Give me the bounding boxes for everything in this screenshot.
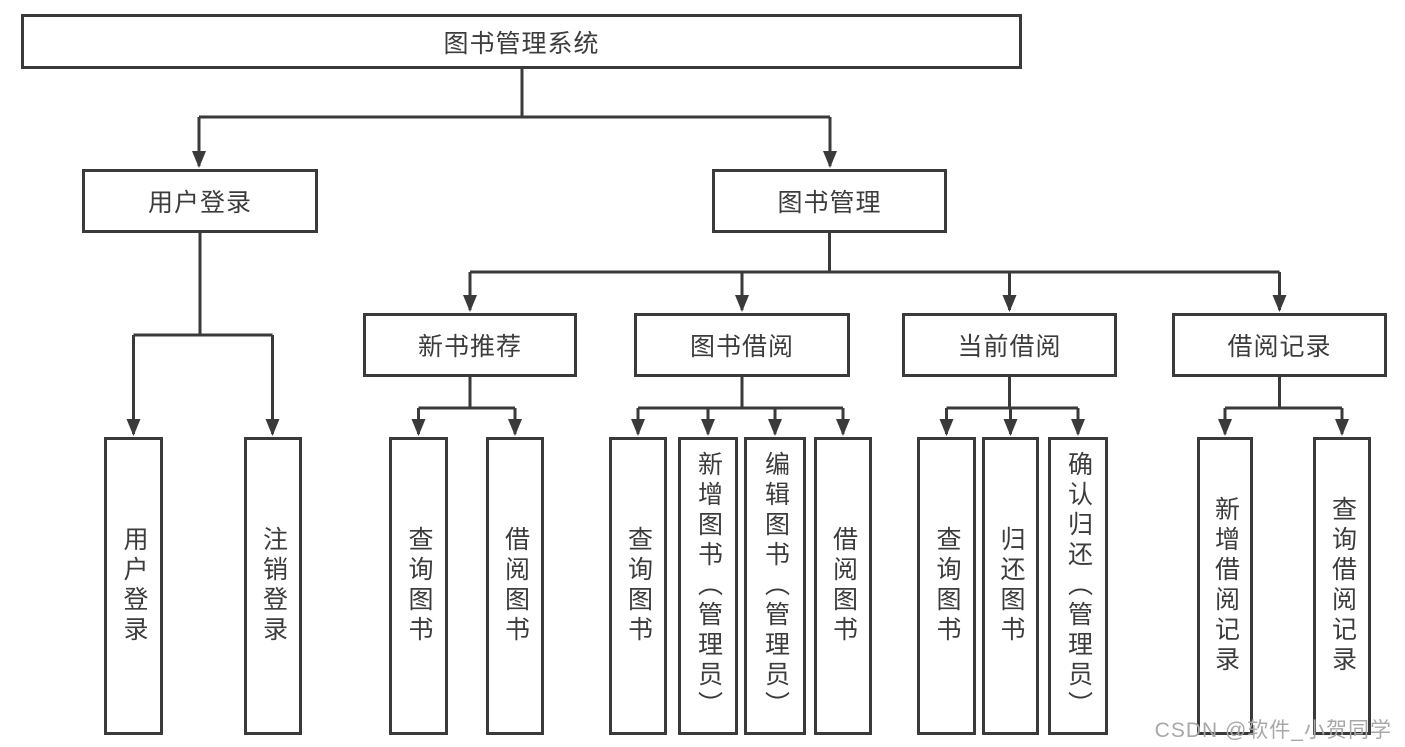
node-borrow-records-label: 借阅记录 bbox=[1227, 333, 1332, 361]
leaf-bb-borrow-books-label: 借阅图书 bbox=[829, 526, 858, 646]
node-user-login: 用户登录 bbox=[82, 169, 318, 233]
node-book-management-label: 图书管理 bbox=[777, 189, 882, 217]
leaf-cb-return-books: 归还图书 bbox=[982, 437, 1039, 735]
node-new-book-recommend-label: 新书推荐 bbox=[417, 333, 522, 361]
node-current-borrow: 当前借阅 bbox=[902, 313, 1117, 377]
leaf-nb-query-books-label: 查询图书 bbox=[405, 526, 433, 646]
node-new-book-recommend: 新书推荐 bbox=[363, 313, 577, 377]
leaf-bb-add-books-admin-label: 新增图书（管理员） bbox=[694, 451, 723, 721]
node-book-management: 图书管理 bbox=[712, 169, 947, 233]
leaf-bb-add-books-admin: 新增图书（管理员） bbox=[678, 437, 738, 735]
leaf-bb-edit-books-admin: 编辑图书（管理员） bbox=[744, 437, 806, 735]
watermark: CSDN @软件_小贺同学 bbox=[1154, 719, 1392, 742]
leaf-logout-label: 注销登录 bbox=[259, 526, 288, 646]
leaf-cb-return-books-label: 归还图书 bbox=[997, 526, 1025, 646]
leaf-nb-query-books: 查询图书 bbox=[389, 437, 448, 735]
leaf-user-login-label: 用户登录 bbox=[120, 526, 148, 646]
leaf-br-query-record: 查询借阅记录 bbox=[1313, 437, 1371, 735]
leaf-user-login: 用户登录 bbox=[104, 437, 163, 735]
node-root-label: 图书管理系统 bbox=[443, 29, 600, 58]
node-book-borrow-label: 图书借阅 bbox=[689, 333, 794, 361]
leaf-cb-query-books: 查询图书 bbox=[917, 437, 976, 735]
leaf-bb-query-books: 查询图书 bbox=[609, 437, 667, 735]
leaf-cb-confirm-return-admin: 确认归还（管理员） bbox=[1048, 437, 1108, 735]
node-current-borrow-label: 当前借阅 bbox=[957, 333, 1062, 361]
leaf-br-add-record-label: 新增借阅记录 bbox=[1211, 496, 1240, 676]
leaf-nb-borrow-books: 借阅图书 bbox=[486, 437, 544, 735]
node-book-borrow: 图书借阅 bbox=[634, 313, 850, 377]
leaf-nb-borrow-books-label: 借阅图书 bbox=[501, 526, 530, 646]
node-user-login-label: 用户登录 bbox=[147, 189, 252, 217]
leaf-cb-confirm-return-admin-label: 确认归还（管理员） bbox=[1064, 451, 1093, 721]
leaf-bb-edit-books-admin-label: 编辑图书（管理员） bbox=[761, 451, 790, 721]
node-root: 图书管理系统 bbox=[21, 14, 1022, 69]
leaf-bb-query-books-label: 查询图书 bbox=[624, 526, 653, 646]
leaf-logout: 注销登录 bbox=[244, 437, 302, 735]
connector-group bbox=[126, 69, 1349, 436]
leaf-br-add-record: 新增借阅记录 bbox=[1197, 437, 1253, 735]
leaf-br-query-record-label: 查询借阅记录 bbox=[1328, 496, 1357, 676]
leaf-cb-query-books-label: 查询图书 bbox=[933, 526, 961, 646]
node-borrow-records: 借阅记录 bbox=[1172, 313, 1387, 377]
leaf-bb-borrow-books: 借阅图书 bbox=[814, 437, 872, 735]
